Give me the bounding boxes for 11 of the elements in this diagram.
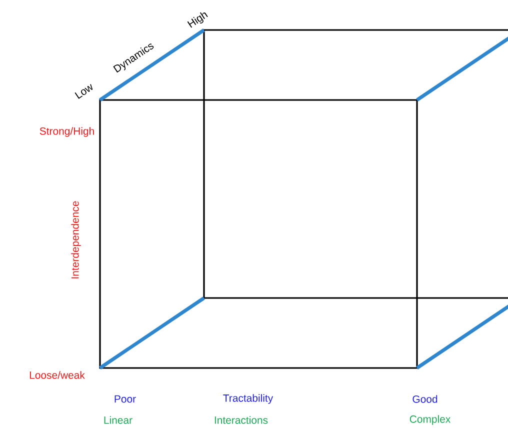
- axis-label: Good: [412, 395, 438, 403]
- axis-label: Low: [74, 84, 93, 99]
- axis-label: Poor: [114, 395, 136, 403]
- axis-label: Linear: [104, 416, 132, 424]
- axis-label: Strong/High: [40, 127, 94, 137]
- axis-label: High: [187, 12, 208, 28]
- axis-title: Interactions: [214, 416, 268, 424]
- axis-label: Loose/weak: [30, 371, 85, 379]
- axis-label: Complex: [410, 415, 451, 425]
- axis-title: Interdependence: [71, 201, 81, 278]
- axis-title: Tractability: [223, 394, 274, 404]
